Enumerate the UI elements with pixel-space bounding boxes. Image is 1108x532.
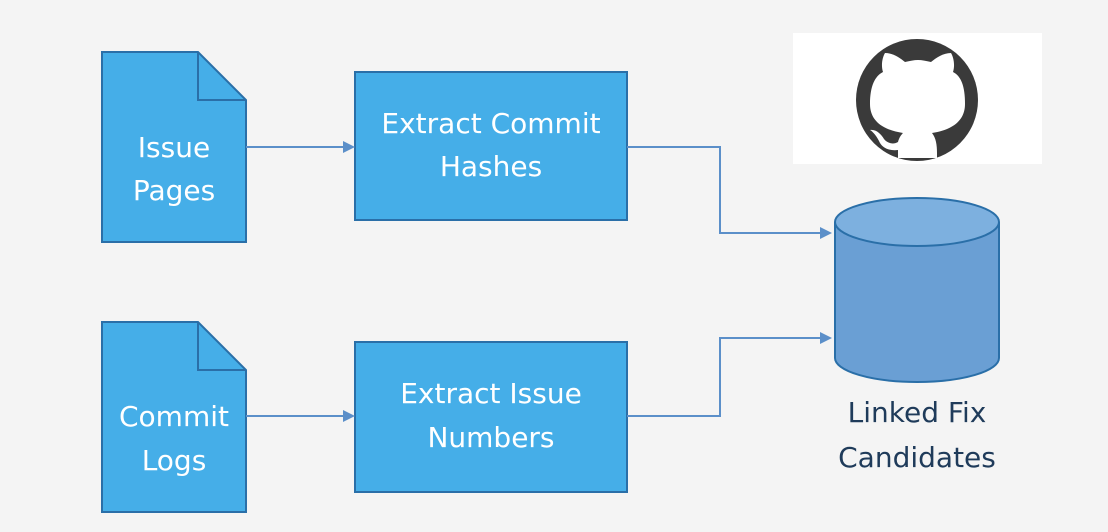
commit-logs-fold — [197, 322, 246, 371]
extract-issue-numbers-label-line2: Numbers — [427, 421, 554, 454]
extract-commit-hashes-shape — [354, 71, 628, 221]
github-icon — [856, 39, 978, 161]
commit-logs-label-line2: Logs — [142, 444, 207, 477]
extract-issue-numbers-box: Extract Issue Numbers — [354, 341, 628, 493]
extract-commit-hashes-label-line2: Hashes — [440, 150, 542, 183]
issue-pages-fold — [197, 52, 246, 101]
extract-commit-hashes-label-line1: Extract Commit — [381, 107, 600, 140]
arrow-extract-commit-hashes-to-linked-fix-candidates — [627, 146, 832, 239]
linked-fix-candidates-label-line2: Candidates — [838, 441, 996, 474]
database-cylinder-body — [834, 222, 1000, 383]
arrow-extract-issue-numbers-to-linked-fix-candidates — [627, 332, 832, 417]
issue-pages-document: Issue Pages — [101, 51, 247, 243]
extract-commit-hashes-box: Extract Commit Hashes — [354, 71, 628, 221]
extract-issue-numbers-shape — [354, 341, 628, 493]
github-logo-panel — [793, 33, 1042, 164]
commit-logs-document: Commit Logs — [101, 321, 247, 513]
linked-fix-candidates-label-line1: Linked Fix — [848, 396, 987, 429]
database-cylinder-top — [834, 197, 1000, 247]
extract-issue-numbers-label-line1: Extract Issue — [400, 377, 582, 410]
issue-pages-label-line1: Issue — [138, 131, 210, 164]
commit-logs-label-line1: Commit — [119, 400, 229, 433]
issue-pages-label-line2: Pages — [133, 174, 215, 207]
linked-fix-candidates-database — [834, 197, 1000, 383]
